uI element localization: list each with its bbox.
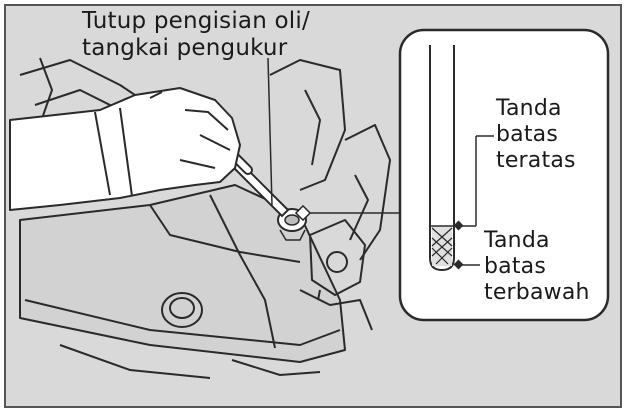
- upper-mark-line-1: Tanda: [496, 96, 562, 121]
- hand-art: [9, 87, 241, 211]
- main-callout-label: Tutup pengisian oli/ tangkai pengukur: [82, 8, 310, 62]
- lower-mark-line-1: Tanda: [484, 228, 550, 253]
- upper-mark-label: Tanda batas teratas: [496, 96, 576, 174]
- lower-mark-line-2: batas: [484, 254, 547, 279]
- upper-mark-line-2: batas: [496, 122, 559, 147]
- engine-cover-art: [19, 57, 391, 379]
- lower-mark-label: Tanda batas terbawah: [484, 228, 590, 306]
- lower-mark-leader: [453, 259, 480, 270]
- inset-connector: [294, 204, 400, 222]
- lower-mark-line-3: terbawah: [484, 280, 590, 305]
- dipstick-closeup: [429, 45, 455, 272]
- main-callout-line-2: tangkai pengukur: [82, 35, 288, 61]
- upper-mark-line-3: teratas: [496, 148, 576, 173]
- main-callout-leader: [267, 57, 273, 206]
- main-callout-line-1: Tutup pengisian oli/: [82, 8, 310, 34]
- upper-mark-leader: [453, 135, 494, 231]
